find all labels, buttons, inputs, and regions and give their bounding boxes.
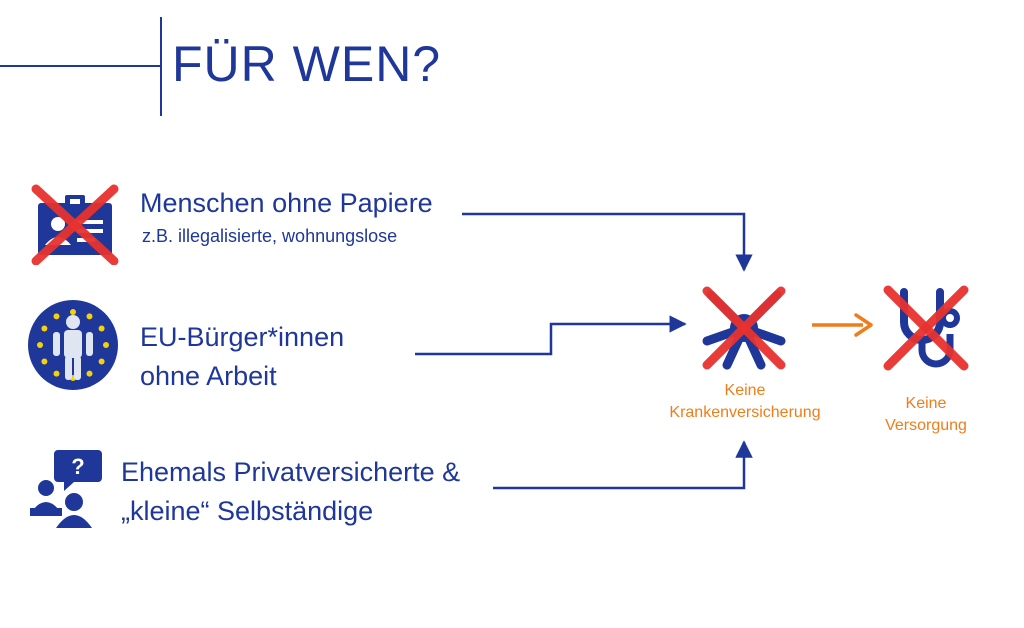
- group-title-eu: EU-Bürger*innen: [140, 322, 345, 352]
- people-question-icon: ?: [28, 448, 106, 528]
- group-subtitle-papers: z.B. illegalisierte, wohnungslose: [142, 226, 398, 246]
- header-rule: [0, 65, 162, 67]
- no-insurance-label-line1: Keine: [724, 382, 766, 399]
- eu-citizen-icon: [26, 298, 120, 392]
- crossed-stethoscope-icon: [882, 284, 970, 372]
- group-title-private: Ehemals Privatversicherte &: [121, 457, 461, 487]
- connector-eu: [415, 315, 687, 356]
- page-title: FÜR WEN?: [172, 36, 442, 92]
- svg-text:?: ?: [71, 454, 84, 479]
- header-divider: [160, 17, 162, 116]
- no-care-label-line1: Keine: [905, 395, 947, 412]
- connector-private: [493, 440, 753, 490]
- group-title-papers: Menschen ohne Papiere: [140, 188, 433, 218]
- no-insurance-label-line2: Krankenversicherung: [669, 404, 821, 421]
- crossed-hands-icon: [699, 283, 789, 373]
- group-title-private-line2: „kleine“ Selbständige: [121, 496, 374, 526]
- crossed-id-card-icon: [30, 183, 120, 265]
- connector-papers: [462, 212, 753, 272]
- arrow-to-no-care: [812, 313, 873, 337]
- no-care-label-line2: Versorgung: [885, 417, 967, 434]
- group-title-eu-line2: ohne Arbeit: [140, 361, 277, 391]
